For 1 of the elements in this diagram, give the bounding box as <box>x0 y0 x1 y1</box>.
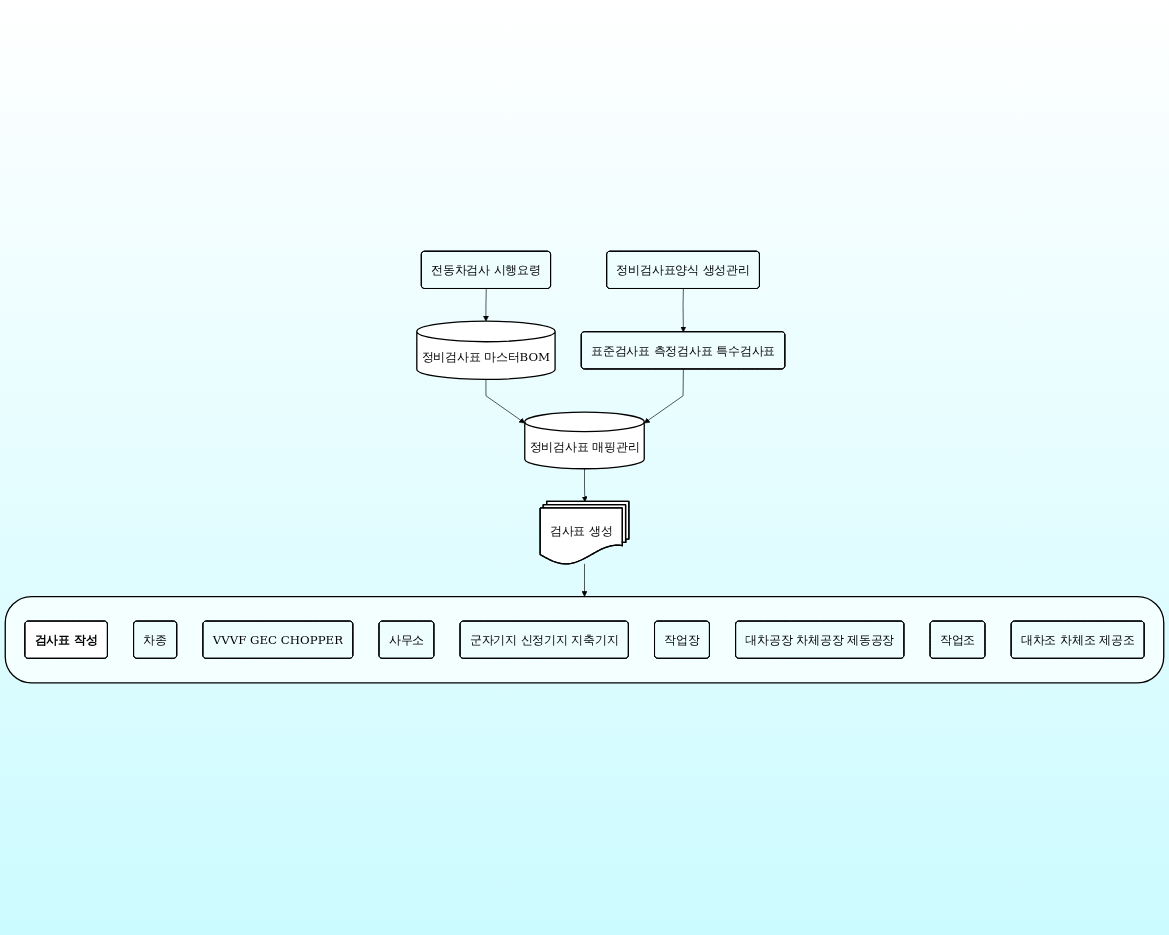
cluster <box>4 596 1165 684</box>
